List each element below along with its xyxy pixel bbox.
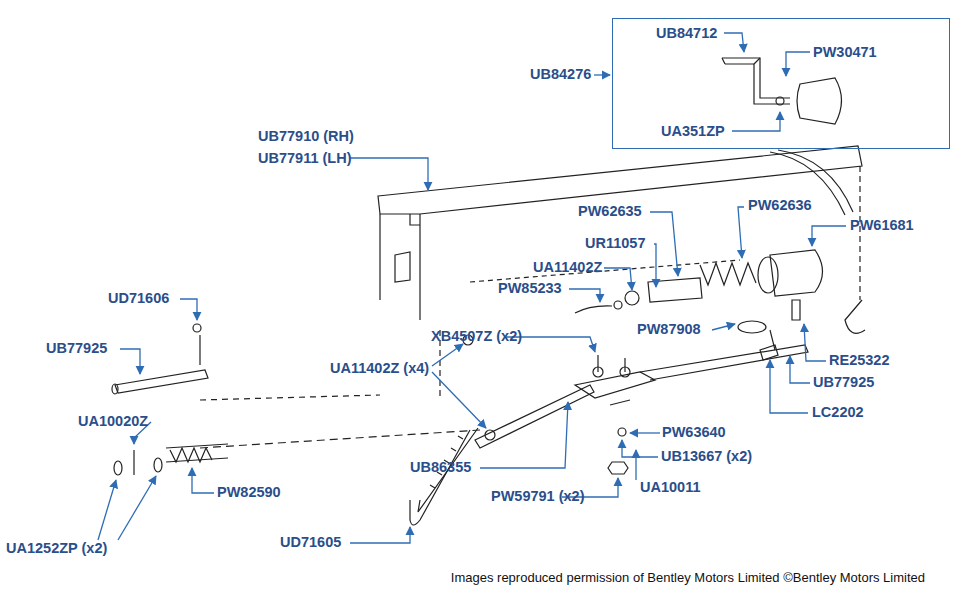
part-number: UB77925 — [46, 340, 107, 357]
part-number: UD71605 — [280, 534, 341, 551]
part-number: UA10011 — [640, 479, 700, 496]
part-number: UB84276 — [530, 66, 591, 83]
part-number: PW87908 — [637, 321, 701, 338]
part-number: UA10020Z — [78, 413, 148, 430]
inset-box: UB84712PW30471UA351ZP — [612, 18, 950, 149]
part-number: PW62635 — [578, 203, 642, 220]
part-number: UA11402Z — [533, 259, 602, 276]
part-number: UB84712 — [656, 25, 717, 42]
part-number: PW61681 — [850, 217, 914, 234]
part-number: PW85233 — [498, 280, 562, 297]
part-number: PW30471 — [813, 44, 877, 61]
part-number: UD71606 — [108, 290, 169, 307]
part-number: UA11402Z (x4) — [330, 360, 429, 377]
part-number: PW62636 — [748, 197, 812, 214]
copyright-caption: Images reproduced permission of Bentley … — [451, 570, 925, 586]
part-number: UR11057 — [585, 235, 645, 252]
part-number: UB77925 — [813, 374, 874, 391]
part-number: PW63640 — [662, 424, 726, 441]
part-number: LC2202 — [812, 404, 864, 421]
part-number: UA351ZP — [661, 123, 725, 140]
part-number: PW82590 — [217, 484, 281, 501]
part-number: UB77910 (RH) — [258, 128, 354, 145]
part-number: XB4507Z (x2) — [431, 328, 522, 345]
part-number: UB86355 — [410, 459, 471, 476]
part-number: UA1252ZP (x2) — [6, 540, 107, 557]
part-number: UB13667 (x2) — [661, 448, 752, 465]
part-number: RE25322 — [829, 352, 889, 369]
part-number: UB77911 (LH) — [258, 150, 351, 167]
part-number: PW59791 (x2) — [491, 488, 585, 505]
